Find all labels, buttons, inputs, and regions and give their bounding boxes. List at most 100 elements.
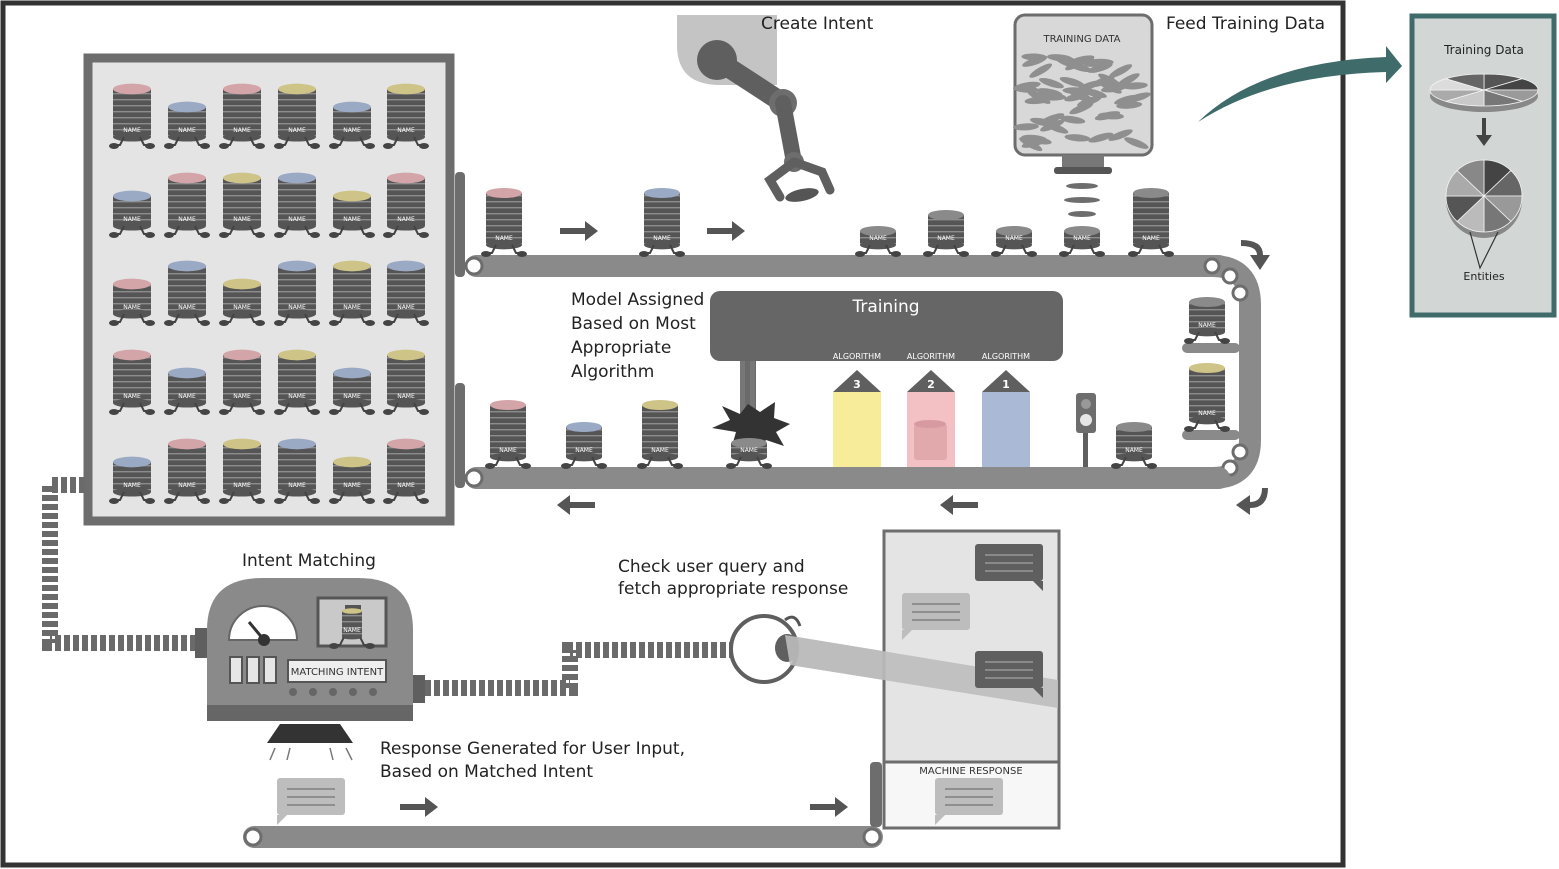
data-can-icon: NAME bbox=[383, 83, 429, 149]
data-can-icon: NAME bbox=[109, 349, 155, 415]
can-label: NAME bbox=[288, 216, 306, 223]
can-label: NAME bbox=[123, 127, 141, 134]
speech-bubble-icon bbox=[935, 778, 1003, 825]
response-conveyor bbox=[243, 762, 883, 848]
data-can-icon: NAME bbox=[109, 83, 155, 149]
can-label: NAME bbox=[575, 447, 593, 454]
can-label: NAME bbox=[178, 127, 196, 134]
can-label: NAME bbox=[1125, 447, 1143, 454]
can-label: NAME bbox=[123, 304, 141, 311]
training-data-panel-title: Training Data bbox=[1443, 43, 1524, 57]
data-can-icon: NAME bbox=[639, 187, 685, 257]
create-intent-label: Create Intent bbox=[761, 14, 874, 34]
data-can-icon: NAME bbox=[164, 172, 210, 238]
data-can-icon: NAME bbox=[561, 421, 607, 469]
data-can-icon: NAME bbox=[329, 101, 375, 149]
data-can-icon: NAME bbox=[274, 260, 320, 326]
data-can-icon: NAME bbox=[481, 187, 527, 257]
can-label: NAME bbox=[653, 235, 671, 242]
data-can-icon: NAME bbox=[1184, 362, 1230, 432]
data-can-icon: NAME bbox=[1184, 296, 1230, 344]
training-label: Training bbox=[851, 297, 919, 317]
data-can-icon: NAME bbox=[329, 367, 375, 415]
intent-storage-cabinet: NAME NAME NAME NAME NAME NAME NAME NAME NAME NAME… bbox=[83, 53, 455, 526]
robot-arm-icon bbox=[677, 15, 835, 202]
can-label: NAME bbox=[123, 482, 141, 489]
can-label: NAME bbox=[178, 393, 196, 400]
chain-pipe-right bbox=[425, 642, 735, 696]
can-label: NAME bbox=[343, 304, 361, 311]
can-label: NAME bbox=[343, 127, 361, 134]
can-label: NAME bbox=[397, 304, 415, 311]
can-label: NAME bbox=[343, 482, 361, 489]
algorithm-label-1: ALGORITHM bbox=[982, 352, 1030, 361]
data-can-icon: NAME bbox=[164, 260, 210, 326]
machine-response-label: MACHINE RESPONSE bbox=[919, 766, 1022, 777]
data-can-icon: NAME bbox=[109, 456, 155, 504]
data-can-icon: NAME bbox=[164, 101, 210, 149]
can-label: NAME bbox=[651, 447, 669, 454]
data-can-icon: NAME bbox=[329, 608, 375, 649]
algorithm-num-3: 3 bbox=[853, 378, 861, 391]
can-label: NAME bbox=[740, 447, 758, 454]
intent-matching-label: Intent Matching bbox=[242, 551, 376, 571]
data-can-icon: NAME bbox=[164, 367, 210, 415]
can-label: NAME bbox=[937, 235, 955, 242]
data-can-icon: NAME bbox=[274, 349, 320, 415]
can-label: NAME bbox=[499, 447, 517, 454]
can-label: NAME bbox=[343, 216, 361, 223]
can-label: NAME bbox=[233, 304, 251, 311]
can-label: NAME bbox=[288, 393, 306, 400]
algorithm-label-2: ALGORITHM bbox=[907, 352, 955, 361]
data-can-icon: NAME bbox=[219, 438, 265, 504]
can-label: NAME bbox=[123, 393, 141, 400]
data-can-icon: NAME bbox=[637, 399, 683, 469]
data-can-icon: NAME bbox=[485, 399, 531, 469]
can-label: NAME bbox=[233, 127, 251, 134]
can-label: NAME bbox=[1142, 235, 1160, 242]
pie-chart-icon bbox=[1429, 73, 1539, 112]
can-label: NAME bbox=[869, 235, 887, 242]
can-label: NAME bbox=[397, 393, 415, 400]
algorithm-num-1: 1 bbox=[1002, 378, 1010, 391]
can-label: NAME bbox=[288, 304, 306, 311]
data-can-icon: NAME bbox=[726, 437, 772, 469]
data-can-icon: NAME bbox=[109, 190, 155, 238]
outer-frame bbox=[0, 0, 1346, 868]
traffic-light-icon bbox=[1076, 393, 1096, 467]
data-can-icon: NAME bbox=[329, 456, 375, 504]
can-label: NAME bbox=[288, 482, 306, 489]
data-can-icon: NAME bbox=[383, 260, 429, 326]
data-can-icon: NAME bbox=[1059, 225, 1105, 257]
data-can-icon: NAME bbox=[329, 190, 375, 238]
data-can-icon: NAME bbox=[1111, 421, 1157, 469]
can-label: NAME bbox=[233, 393, 251, 400]
flow-arrows bbox=[400, 221, 1270, 817]
algorithm-num-2: 2 bbox=[927, 378, 935, 391]
speech-bubble-icon bbox=[277, 778, 345, 825]
teal-arrow-icon bbox=[1198, 46, 1402, 122]
can-label: NAME bbox=[397, 216, 415, 223]
data-can-icon: NAME bbox=[855, 225, 901, 257]
can-label: NAME bbox=[288, 127, 306, 134]
gauge-icon bbox=[227, 605, 299, 641]
data-can-icon: NAME bbox=[219, 349, 265, 415]
data-can-icon: NAME bbox=[274, 83, 320, 149]
data-can-icon: NAME bbox=[109, 278, 155, 326]
entities-label: Entities bbox=[1463, 270, 1504, 283]
data-can-icon: NAME bbox=[274, 172, 320, 238]
hopper-icon bbox=[1012, 13, 1154, 217]
data-can-icon: NAME bbox=[219, 83, 265, 149]
can-label: NAME bbox=[397, 482, 415, 489]
algorithm-label-3: ALGORITHM bbox=[833, 352, 881, 361]
top-conveyor bbox=[455, 172, 1230, 277]
training-machine bbox=[710, 291, 1063, 467]
data-can-icon: NAME bbox=[383, 172, 429, 238]
check-query-label: Check user query and fetch appropriate r… bbox=[618, 557, 849, 599]
data-can-icon: NAME bbox=[329, 260, 375, 326]
data-can-icon: NAME bbox=[1128, 187, 1174, 257]
can-label: NAME bbox=[1198, 410, 1216, 417]
can-label: NAME bbox=[1005, 235, 1023, 242]
data-can-icon: NAME bbox=[991, 225, 1037, 257]
